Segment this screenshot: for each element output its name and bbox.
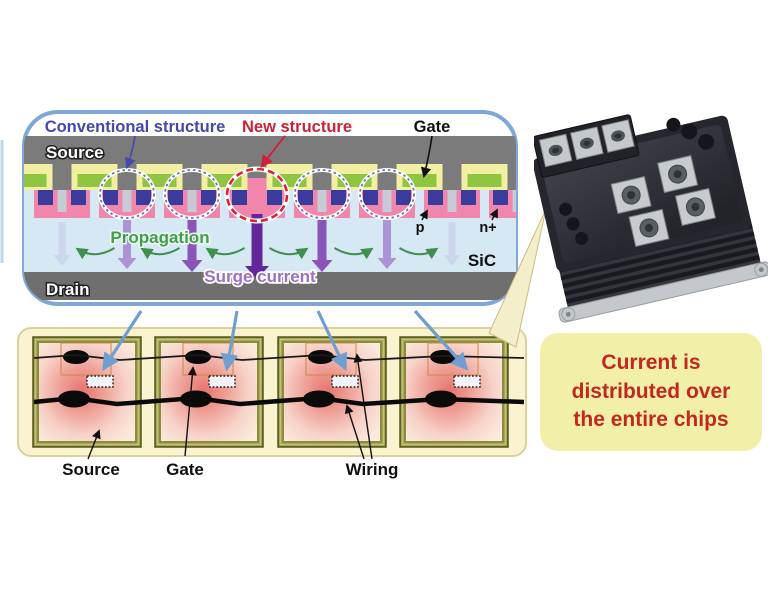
surge-arrow (53, 222, 71, 266)
label-chip-source: Source (62, 460, 120, 479)
module-baseplate (558, 261, 768, 323)
conventional-circle (294, 169, 350, 219)
gate-pointer-arrow (420, 135, 433, 179)
drain-layer (24, 272, 516, 300)
source-pointer-arrow (87, 429, 101, 460)
label-n-plus: n+ (479, 220, 496, 236)
callout-line-3: the entire chips (573, 408, 729, 432)
conventional-circle (99, 169, 155, 219)
module-screw-terminals (610, 155, 716, 247)
label-surge-current: Surge current (204, 267, 316, 286)
label-gate: Gate (414, 118, 451, 136)
callout-line-1: Current is (601, 351, 701, 375)
chips-diagram: Source Gate Wiring (17, 327, 527, 479)
callout-line-2: distributed over (571, 379, 731, 403)
source-wire-thick (33, 395, 525, 407)
conventional-circle (164, 169, 220, 219)
label-source-layer: Source (46, 143, 104, 162)
cross-section-diagram: Conventional structure New structure Gat… (22, 110, 518, 306)
propagation-arrow-right (268, 247, 309, 260)
structure-circles (98, 166, 416, 224)
module-signal-posts (559, 117, 715, 245)
surge-arrow (377, 219, 397, 269)
propagation-arrow-right (333, 247, 374, 260)
conventional-circle (359, 169, 415, 219)
surge-arrow-center (245, 214, 269, 279)
new-structure-pointer-arrow (260, 135, 286, 169)
surge-arrow (311, 217, 333, 272)
propagation-arrows (75, 247, 439, 260)
callout-box: Current is distributed over the entire c… (540, 333, 762, 451)
surge-arrow (443, 222, 461, 266)
label-drain-layer: Drain (46, 280, 89, 299)
label-conventional-structure: Conventional structure (45, 118, 226, 136)
wiring-pointer-arrow-thick (344, 404, 365, 460)
label-p-well: p (416, 220, 425, 236)
chips-panel-frame (17, 327, 527, 457)
new-structure-circle (225, 167, 289, 223)
power-module-photo (534, 114, 768, 323)
propagation-arrow-left (75, 247, 116, 260)
gate-pointer-arrow (184, 366, 197, 457)
module-top-terminals (534, 114, 640, 178)
module-body-group (534, 114, 768, 323)
propagation-arrow-left (140, 247, 181, 260)
p-pointer-arrow (419, 209, 428, 221)
propagation-arrow-left (205, 247, 246, 260)
label-sic: SiC (468, 251, 496, 270)
surge-arrow (117, 219, 137, 269)
conventional-pointer-arrow (124, 135, 136, 170)
surge-current-arrows (53, 214, 461, 279)
propagation-arrow-right (398, 247, 439, 260)
surge-arrow (181, 217, 203, 272)
label-chip-gate: Gate (166, 460, 204, 479)
label-chip-wiring: Wiring (346, 460, 399, 479)
wiring-pointer-arrow-thin (353, 353, 373, 460)
label-propagation: Propagation (110, 228, 209, 247)
label-new-structure: New structure (242, 118, 352, 136)
